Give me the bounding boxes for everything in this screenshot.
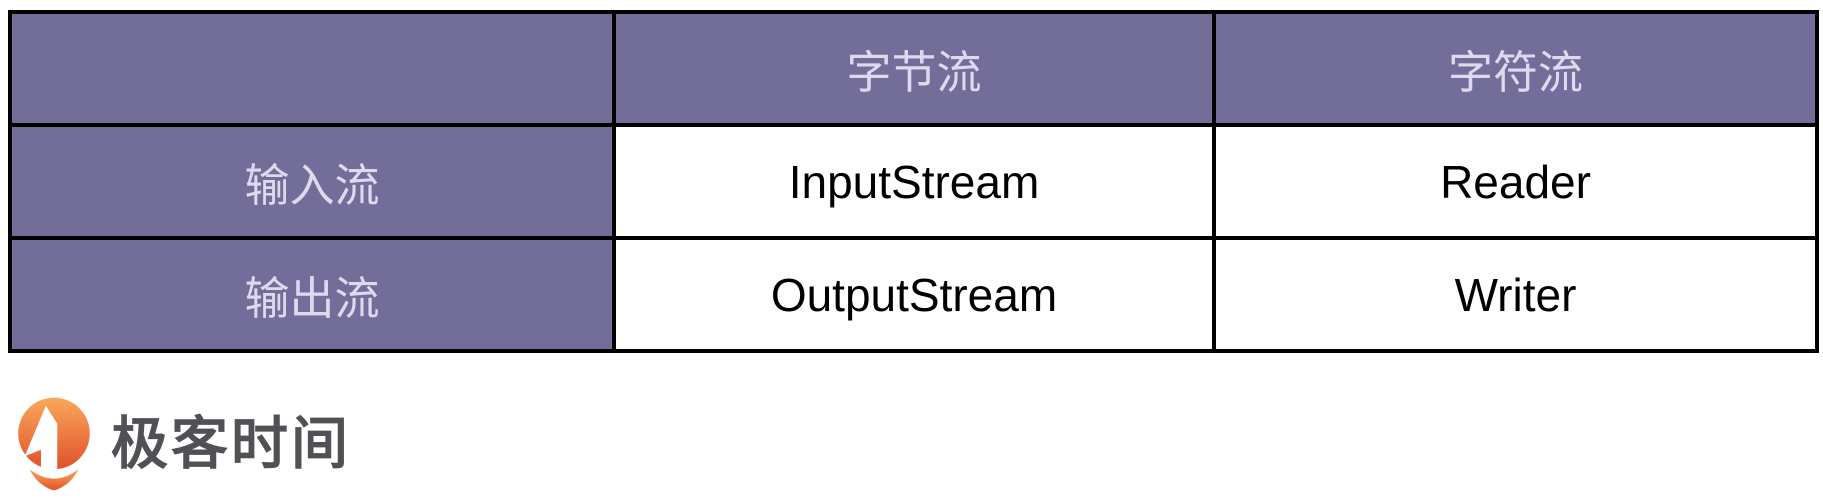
cell-inputstream: InputStream [612, 123, 1216, 240]
header-row: 字节流 字符流 [8, 10, 1819, 127]
cell-writer: Writer [1212, 236, 1819, 353]
row-header-output-stream: 输出流 [8, 236, 616, 353]
table-row-input: 输入流 InputStream Reader [8, 123, 1819, 240]
geektime-logo: 极客时间 [13, 396, 351, 492]
corner-header-cell [8, 10, 616, 127]
row-header-input-stream: 输入流 [8, 123, 616, 240]
geektime-logo-text: 极客时间 [111, 411, 351, 476]
table-row-output: 输出流 OutputStream Writer [8, 236, 1819, 353]
cell-reader: Reader [1212, 123, 1819, 240]
stream-comparison-table: 字节流 字符流 输入流 InputStream Reader 输出流 Outpu… [8, 10, 1819, 353]
geektime-pin-icon [16, 397, 92, 491]
col-header-byte-stream: 字节流 [612, 10, 1216, 127]
col-header-char-stream: 字符流 [1212, 10, 1819, 127]
cell-outputstream: OutputStream [612, 236, 1216, 353]
